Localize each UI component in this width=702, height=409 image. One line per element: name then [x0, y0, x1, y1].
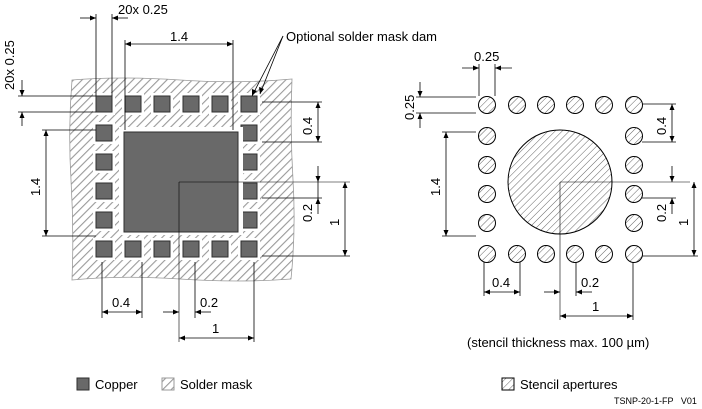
right-right-offset-label: 1: [676, 219, 691, 226]
left-top-span-label: 1.4: [170, 29, 188, 44]
stencil-aperture: [625, 127, 643, 145]
optional-dam-label: Optional solder mask dam: [286, 29, 437, 44]
left-right-offset-label: 1: [327, 219, 342, 226]
copper-pad: [95, 124, 113, 142]
right-bottom-pad-label: 0.2: [581, 275, 599, 290]
stencil-note: (stencil thickness max. 100 µm): [467, 335, 649, 350]
stencil-aperture: [625, 185, 643, 203]
right-bottom-offset-label: 1: [592, 299, 599, 314]
copper-pad: [240, 182, 258, 200]
stencil-apertures: [478, 96, 643, 263]
copper-pad: [124, 240, 142, 258]
copper-pad: [211, 95, 229, 113]
left-dimension-labels: 20x 0.25 1.4 20x 0.25 1.4 0.4 0.2 1 0.4 …: [2, 2, 437, 336]
stencil-aperture: [566, 245, 584, 263]
copper-pad: [240, 153, 258, 171]
stencil-aperture: [595, 245, 613, 263]
copper-pad: [182, 95, 200, 113]
right-pad-width-label: 0.25: [474, 49, 499, 64]
left-dimensions: [18, 14, 350, 342]
left-bottom-pitch-label: 0.4: [112, 295, 130, 310]
right-bottom-pitch-label: 0.4: [492, 275, 510, 290]
left-right-pad-label: 0.2: [300, 204, 315, 222]
copper-pad: [182, 240, 200, 258]
stencil-aperture: [478, 185, 496, 203]
copper-pad: [240, 240, 258, 258]
right-right-pad-label: 0.2: [654, 204, 669, 222]
legend-copper-swatch: [76, 377, 90, 391]
stencil-aperture: [478, 156, 496, 174]
right-pad-height-label: 0.25: [402, 95, 417, 120]
stencil-aperture: [595, 96, 613, 114]
stencil-aperture: [566, 96, 584, 114]
right-dimensions: [416, 64, 698, 320]
stencil-aperture: [508, 245, 526, 263]
copper-pad: [211, 240, 229, 258]
left-right-pitch-label: 0.4: [300, 117, 315, 135]
stencil-aperture: [625, 214, 643, 232]
stencil-aperture: [537, 245, 555, 263]
copper-pad: [240, 95, 258, 113]
right-dimension-labels: 0.25 0.25 1.4 0.4 0.2 1 0.4 0.2 1 (stenc…: [402, 49, 691, 350]
copper-pad: [95, 182, 113, 200]
copper-pad: [240, 211, 258, 229]
stencil-aperture: [478, 127, 496, 145]
right-left-span-label: 1.4: [428, 178, 443, 196]
stencil-view: [478, 96, 690, 320]
copper-pad: [153, 240, 171, 258]
legend-solder-mask-label: Solder mask: [180, 377, 253, 392]
stencil-aperture: [625, 96, 643, 114]
legend-stencil-label: Stencil apertures: [520, 377, 618, 392]
stencil-aperture: [625, 156, 643, 174]
copper-pad: [240, 124, 258, 142]
copper-footprint-view: [69, 77, 350, 342]
left-bottom-pad-label: 0.2: [200, 295, 218, 310]
copper-pad: [124, 95, 142, 113]
left-left-span-label: 1.4: [28, 178, 43, 196]
stencil-aperture: [478, 96, 496, 114]
stencil-aperture: [625, 245, 643, 263]
legend-copper-label: Copper: [95, 377, 138, 392]
copper-pad: [95, 240, 113, 258]
legend: Copper Solder mask Stencil apertures TSN…: [76, 377, 697, 406]
right-right-pitch-label: 0.4: [654, 117, 669, 135]
pitch-count-vertical-label: 20x 0.25: [2, 40, 17, 90]
stencil-aperture: [508, 96, 526, 114]
legend-solder-mask-swatch: [161, 377, 175, 391]
footer-code: TSNP-20-1-FP V01: [614, 396, 697, 406]
copper-pad: [95, 95, 113, 113]
copper-pad: [95, 153, 113, 171]
copper-pad: [95, 211, 113, 229]
stencil-aperture: [537, 96, 555, 114]
legend-stencil-swatch: [501, 377, 515, 391]
stencil-aperture: [478, 245, 496, 263]
stencil-aperture: [478, 214, 496, 232]
left-bottom-offset-label: 1: [212, 321, 219, 336]
pitch-count-label: 20x 0.25: [118, 2, 168, 17]
copper-pad: [153, 95, 171, 113]
